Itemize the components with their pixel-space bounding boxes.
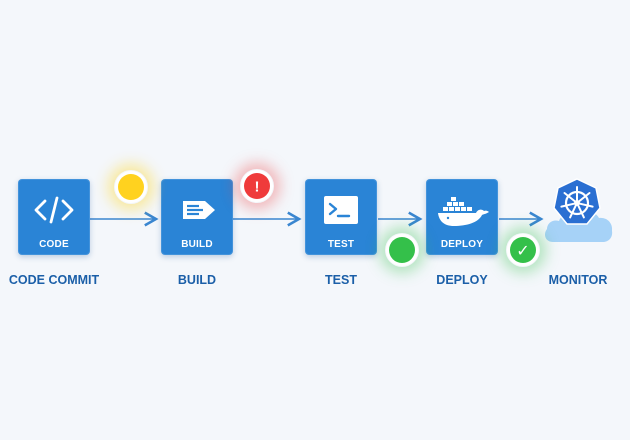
kubernetes-cloud-icon	[545, 178, 613, 242]
error-icon: !	[240, 169, 274, 203]
error-symbol: !	[255, 179, 260, 196]
build-icon	[183, 201, 215, 219]
pending-circle-icon	[114, 170, 148, 204]
stage-label-build: BUILD	[177, 273, 217, 287]
stage-label-monitor: MONITOR	[548, 273, 608, 287]
docker-icon	[438, 197, 489, 226]
deploy-tile-label: DEPLOY	[440, 239, 484, 250]
check-symbol: ✓	[516, 241, 529, 260]
terminal-icon	[324, 196, 358, 224]
test-tile-label: TEST	[327, 239, 355, 250]
code-icon	[34, 196, 74, 224]
build-stage-tile: BUILD	[161, 179, 233, 255]
stage-label-deploy: DEPLOY	[436, 273, 488, 287]
code-tile-label: CODE	[39, 239, 69, 250]
stage-label-test: TEST	[325, 273, 357, 287]
success-circle-icon	[385, 233, 419, 267]
deploy-stage-tile: DEPLOY	[426, 179, 498, 255]
success-check-icon: ✓	[506, 233, 540, 267]
build-tile-label: BUILD	[181, 239, 213, 250]
stage-label-code-commit: CODE COMMIT	[8, 273, 100, 287]
test-stage-tile: TEST	[305, 179, 377, 255]
code-stage-tile: CODE	[18, 179, 90, 255]
